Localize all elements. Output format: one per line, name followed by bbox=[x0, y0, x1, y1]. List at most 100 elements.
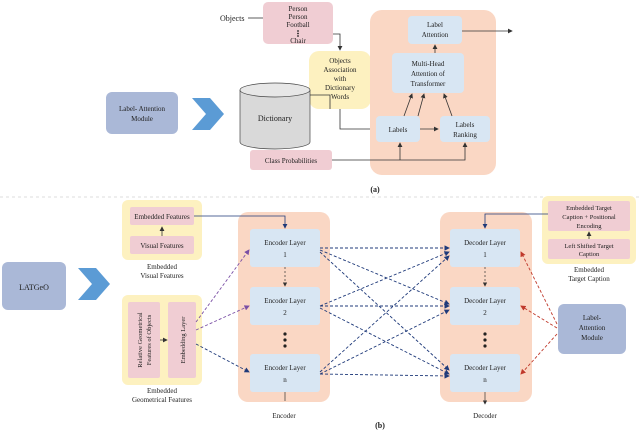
object-ellipsis-dot bbox=[297, 30, 299, 32]
embedded-visual-line-1: Embedded bbox=[147, 263, 177, 271]
arrow-ranking-to-multihead bbox=[443, 93, 453, 117]
encoder-ellipsis-dot bbox=[283, 338, 287, 342]
labels-ranking-line-2: Ranking bbox=[453, 131, 477, 139]
module-label-line-1: Label- Attention bbox=[119, 105, 166, 113]
labels-ranking-box bbox=[440, 116, 490, 142]
multihead-line-3: Transformer bbox=[411, 80, 446, 88]
relative-geometrical-box bbox=[128, 302, 160, 378]
latgeo-box bbox=[2, 262, 66, 310]
embedding-layer-label: Embedding Layer bbox=[180, 316, 187, 364]
label-attention-box bbox=[408, 16, 462, 44]
decoder-ellipsis-dot bbox=[483, 338, 487, 342]
embedded-target-line-1: Embedded bbox=[574, 266, 604, 274]
arrow-visual-to-encoder bbox=[194, 215, 288, 229]
label-attention-line-1: Label bbox=[427, 21, 443, 29]
embedded-target-box bbox=[548, 201, 630, 231]
arrow-objects-to-association bbox=[333, 33, 343, 51]
encoder-layer-2 bbox=[250, 287, 320, 325]
class-probabilities-box bbox=[250, 150, 332, 170]
arrow-association-to-labels bbox=[339, 109, 375, 132]
encoder-layer-n bbox=[250, 354, 320, 392]
association-line-1: Objects bbox=[329, 57, 351, 65]
labels-ranking-line-1: Labels bbox=[456, 121, 475, 129]
relative-geometrical-line-2: Features of Objects bbox=[146, 314, 153, 365]
caption-b: (b) bbox=[375, 421, 385, 430]
part-b: LATGeO Embedded Features Visual Features… bbox=[2, 196, 636, 430]
object-ellipsis-dot bbox=[297, 35, 299, 37]
label-attention-module-b bbox=[558, 304, 626, 354]
visual-features-label: Visual Features bbox=[140, 242, 184, 250]
visual-features-box bbox=[130, 236, 194, 254]
object-item-3: Football bbox=[286, 21, 309, 29]
left-shifted-box bbox=[548, 239, 630, 259]
cross-attention-arrows bbox=[319, 245, 450, 379]
encoder-layer-n-title: Encoder Layer bbox=[264, 364, 306, 372]
chevron-arrow-icon bbox=[78, 268, 110, 300]
objects-box bbox=[263, 2, 333, 44]
association-line-2: Association bbox=[323, 66, 357, 74]
decoder-layer-1-title: Decoder Layer bbox=[464, 239, 506, 247]
decoder-ellipsis-dot bbox=[483, 332, 487, 336]
object-item-4: Chair bbox=[290, 37, 306, 45]
chevron-arrow-icon bbox=[192, 98, 224, 130]
label-attention-line-2: Attention bbox=[422, 31, 449, 39]
latgeo-label: LATGeO bbox=[19, 283, 49, 292]
connector-dictionary-association bbox=[310, 94, 331, 109]
lam-line-2: Attention bbox=[579, 324, 606, 332]
encoder-label: Encoder bbox=[272, 412, 296, 420]
object-item-2: Person bbox=[288, 13, 308, 21]
encoder-layer-2-title: Encoder Layer bbox=[264, 297, 306, 305]
encoder-layer-1-index: 1 bbox=[283, 251, 287, 259]
encoder-layer-n-index: n bbox=[283, 376, 287, 384]
target-embed-line-3: Encoding bbox=[577, 223, 603, 230]
decoder-ellipsis-dot bbox=[483, 344, 487, 348]
module-label-line-2: Module bbox=[131, 115, 153, 123]
decoder-layer-2-index: 2 bbox=[483, 309, 487, 317]
arrow-labels-to-multihead bbox=[403, 93, 413, 117]
relative-geometrical-line-1: Relative Geometrical bbox=[137, 312, 144, 368]
encoder-ellipsis-dot bbox=[283, 332, 287, 336]
embedding-layer-box bbox=[168, 302, 196, 378]
embedded-features-label: Embedded Features bbox=[134, 213, 190, 221]
dictionary-label: Dictionary bbox=[258, 114, 292, 123]
multihead-attention-box bbox=[392, 53, 464, 93]
embedded-geom-line-1: Embedded bbox=[147, 387, 177, 395]
lam-line-3: Module bbox=[581, 334, 603, 342]
association-box bbox=[309, 51, 371, 109]
decoder-layer-2 bbox=[450, 287, 520, 325]
left-shifted-line-2: Caption bbox=[579, 251, 600, 258]
object-ellipsis-dot bbox=[297, 32, 299, 35]
target-embed-line-2: Caption + Positional bbox=[562, 214, 616, 221]
label-attention-arrows bbox=[520, 251, 558, 375]
association-line-5: Words bbox=[331, 93, 349, 101]
embedded-visual-line-2: Visual Features bbox=[140, 272, 184, 280]
association-line-4: Dictionary bbox=[325, 84, 355, 92]
embedded-target-line-2: Target Caption bbox=[568, 275, 610, 283]
decoder-layer-n-title: Decoder Layer bbox=[464, 364, 506, 372]
decoder-layer-1 bbox=[450, 229, 520, 267]
multihead-line-2: Attention of bbox=[411, 70, 446, 78]
lam-line-1: Label- bbox=[583, 314, 602, 322]
embedded-features-box bbox=[130, 207, 194, 225]
left-shifted-line-1: Left Shifted Target bbox=[564, 243, 613, 250]
association-line-3: with bbox=[334, 75, 347, 83]
decoder-layer-n bbox=[450, 354, 520, 392]
encoder-layer-1-title: Encoder Layer bbox=[264, 239, 306, 247]
label-attention-module-box bbox=[106, 92, 178, 134]
encoder-ellipsis-dot bbox=[283, 344, 287, 348]
dictionary-cylinder bbox=[239, 82, 311, 150]
decoder-layer-n-index: n bbox=[483, 376, 487, 384]
multihead-line-1: Multi-Head bbox=[412, 60, 445, 68]
labels-box bbox=[376, 116, 420, 142]
decoder-layer-1-index: 1 bbox=[483, 251, 487, 259]
decoder-layer-2-title: Decoder Layer bbox=[464, 297, 506, 305]
part-a: Objects Person Person Football Chair Obj… bbox=[106, 2, 513, 194]
caption-a: (a) bbox=[370, 185, 380, 194]
arrow-labels-to-multihead bbox=[417, 93, 426, 117]
embedded-geom-line-2: Geometrical Features bbox=[132, 396, 192, 404]
arrow-target-to-decoder bbox=[482, 213, 548, 229]
arrow-probabilities-to-ranking bbox=[332, 142, 468, 161]
class-probabilities-label: Class Probabilities bbox=[265, 157, 318, 165]
target-embed-line-1: Embedded Target bbox=[566, 205, 612, 212]
